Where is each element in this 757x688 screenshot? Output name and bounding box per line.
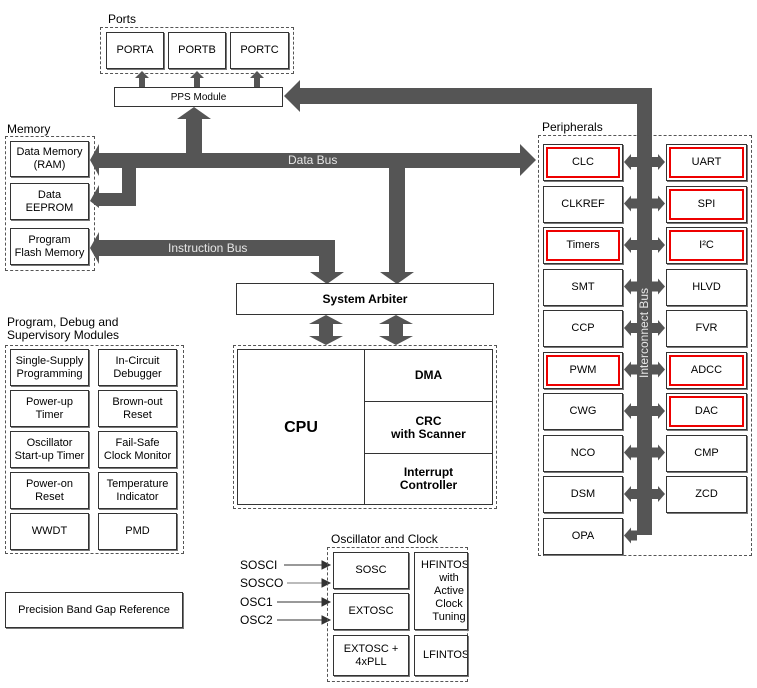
peripheral-dsm-block: DSM [543,476,623,513]
program-debug-group [5,345,184,554]
interconnect-stub-pwm-arrow [624,361,637,378]
port-c-block: PORTC [230,32,289,69]
extosc-block: EXTOSC [333,593,409,630]
interconnect-stub-adcc-arrow [652,361,665,378]
pin-sosci-label: SOSCI [240,558,278,572]
peripherals-group-label: Peripherals [542,120,603,134]
power-on-reset-block: Power-on Reset [10,472,89,509]
extosc-4xpll-block: EXTOSC + 4xPLL [333,635,409,676]
port-b-block: PORTB [168,32,226,69]
interrupt-controller-block: Interrupt Controller [364,453,493,505]
peripheral-pwm-block: PWM [543,351,623,389]
interconnect-stub-uart-arrow [652,154,665,170]
peripheral-clkref-block: CLKREF [543,185,623,223]
pps-module-block: PPS Module [114,87,283,107]
peripheral-smt-block: SMT [543,268,623,306]
data-bus-label: Data Bus [288,153,338,167]
peripheral-dac-block: DAC [666,393,747,430]
arbiter-cpu-arrow-1 [309,315,343,345]
lfintosc-block: LFINTOSC [414,635,468,676]
pmd-block: PMD [98,513,177,550]
interconnect-stub-dsm-arrow [624,486,637,502]
data-memory-ram-block: Data Memory (RAM) [10,141,89,177]
interconnect-stub-clkref-arrow [624,195,637,212]
temperature-indicator-block: Temperature Indicator [98,472,177,509]
ports-group-label: Ports [108,12,137,26]
pin-osc1-label: OSC1 [240,595,273,609]
system-arbiter-block: System Arbiter [236,283,494,315]
peripheral-uart-block: UART [666,144,747,181]
peripheral-opa-block: OPA [543,517,623,555]
pin-sosco-label: SOSCO [240,576,284,590]
single-supply-programming-block: Single-Supply Programming [10,349,89,386]
peripheral-hlvd-block: HLVD [666,268,747,306]
dma-block: DMA [364,349,493,402]
data-bus-to-eeprom-arrow [90,168,136,208]
peripheral-fvr-block: FVR [666,310,747,347]
peripheral-ic-block: I²C [666,227,747,264]
data-bus-to-arbiter-arrow [380,168,414,284]
interconnect-stub-fvr-arrow [652,320,665,336]
interconnect-stub-timers-arrow [624,237,637,253]
wwdt-block: WWDT [10,513,89,550]
oscillator-startup-timer-block: Oscillator Start-up Timer [10,431,89,468]
program-flash-memory-block: Program Flash Memory [10,228,89,265]
interconnect-stub-smt-arrow [624,278,637,295]
interconnect-stub-cwg-arrow [624,403,637,419]
peripherals-group [538,135,752,556]
interconnect-stub-dac-arrow [652,403,665,419]
oscillator-group-label: Oscillator and Clock [331,532,438,546]
data-bus-to-pps-arrow [177,107,211,153]
brown-out-reset-block: Brown-out Reset [98,390,177,427]
interconnect-stub-nco-arrow [624,444,637,461]
instruction-bus-label: Instruction Bus [168,241,248,255]
fail-safe-clock-monitor-block: Fail-Safe Clock Monitor [98,431,177,468]
precision-band-gap-reference-block: Precision Band Gap Reference [5,592,183,628]
interconnect-stub-ic-arrow [652,237,665,253]
interconnect-stub-clc-arrow [624,154,637,170]
cpu-block: CPU [237,349,365,505]
program-debug-group-label: Program, Debug and Supervisory Modules [7,315,120,342]
peripheral-cwg-block: CWG [543,393,623,430]
peripheral-nco-block: NCO [543,434,623,472]
peripheral-timers-block: Timers [543,227,623,264]
pps-to-portc-arrow [250,71,264,87]
interconnect-stub-spi-arrow [652,195,665,212]
memory-group [5,136,95,271]
memory-group-label: Memory [7,122,51,136]
peripheral-spi-block: SPI [666,185,747,223]
crc-scanner-block: CRC with Scanner [364,401,493,454]
data-eeprom-block: Data EEPROM [10,183,89,220]
data-bus-arrow [90,144,536,176]
peripheral-cmp-block: CMP [666,434,747,472]
interconnect-stub-hlvd-arrow [652,278,665,295]
pps-to-porta-arrow [135,71,149,87]
oscillator-pin-arrows [277,560,332,625]
interconnect-stub-zcd-arrow [652,486,665,502]
interconnect-stub-cmp-arrow [652,444,665,461]
instruction-bus-arrow [90,232,344,284]
interconnect-stub-ccp-arrow [624,320,637,336]
arbiter-cpu-arrow-2 [379,315,413,345]
pin-osc2-label: OSC2 [240,613,273,627]
peripheral-zcd-block: ZCD [666,476,747,513]
hfintosc-block: HFINTOSC with Active Clock Tuning [414,552,468,630]
peripheral-ccp-block: CCP [543,310,623,347]
core-group [233,345,497,509]
ports-group [100,27,294,74]
peripheral-adcc-block: ADCC [666,351,747,389]
peripheral-clc-block: CLC [543,144,623,181]
pps-to-portb-arrow [190,71,204,87]
sosc-block: SOSC [333,552,409,589]
port-a-block: PORTA [106,32,164,69]
in-circuit-debugger-block: In-Circuit Debugger [98,349,177,386]
power-up-timer-block: Power-up Timer [10,390,89,427]
interconnect-stub-opa-arrow [624,527,637,544]
